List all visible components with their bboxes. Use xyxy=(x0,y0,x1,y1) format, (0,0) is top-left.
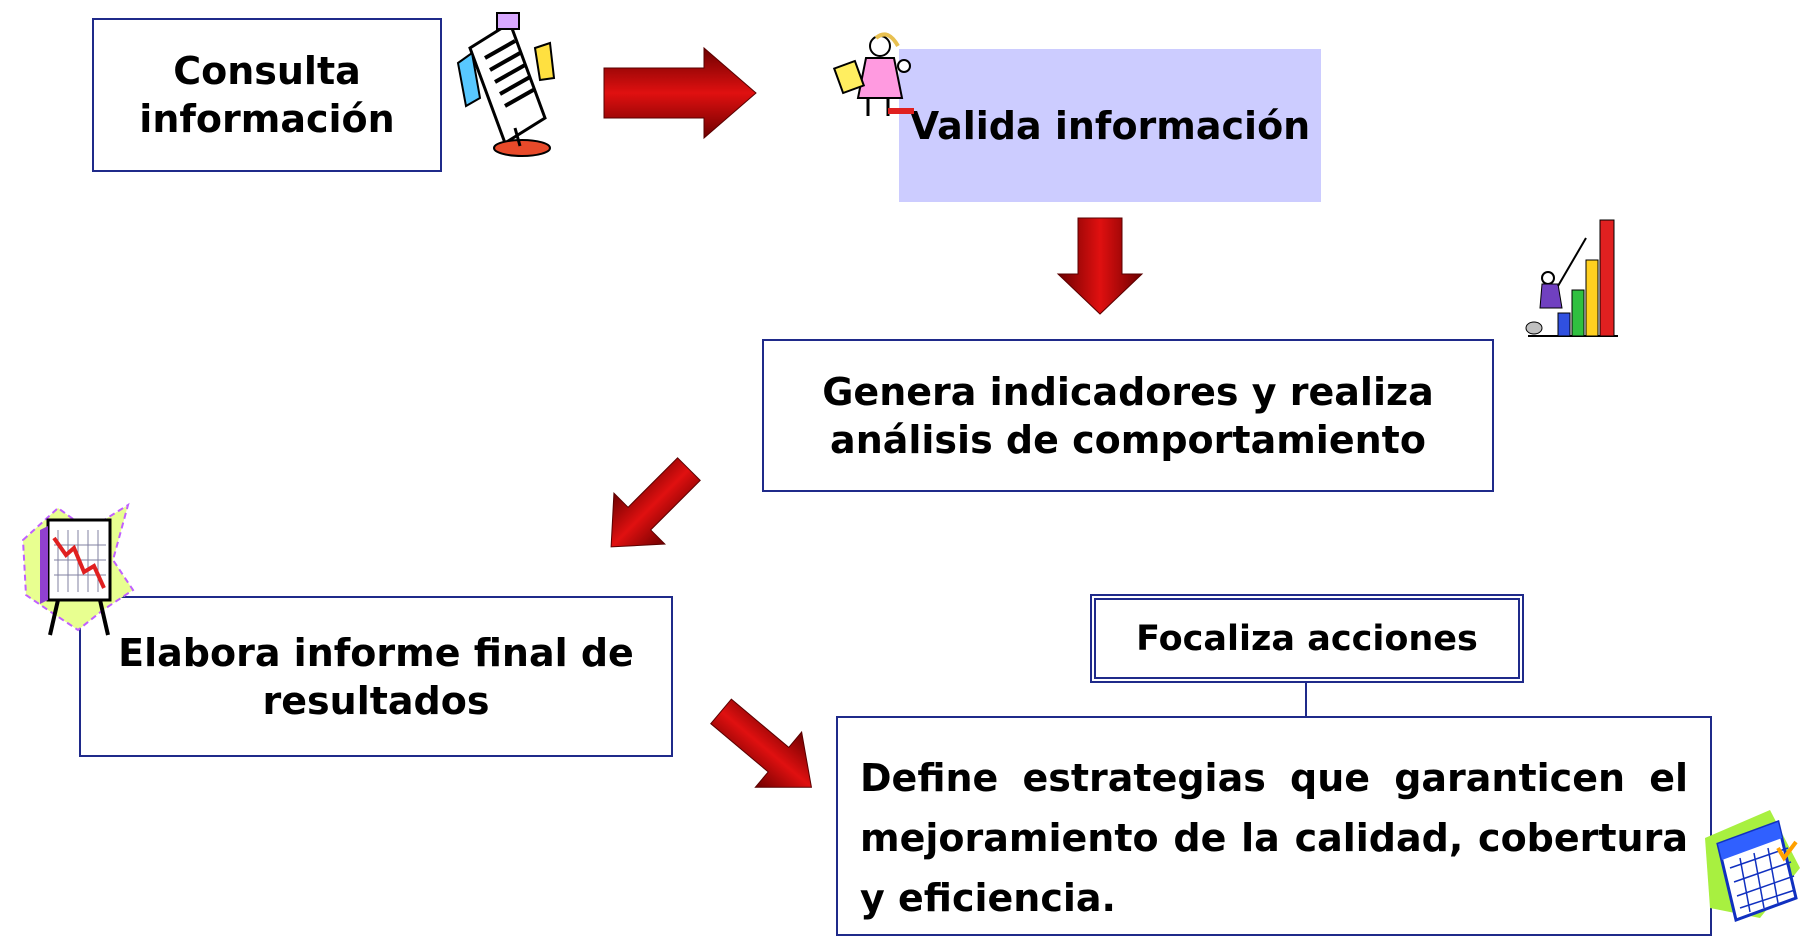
step-genera-label: Genera indicadores y realiza análisis de… xyxy=(822,369,1434,462)
step-genera-box: Genera indicadores y realiza análisis de… xyxy=(762,339,1494,492)
climber-bar-chart-icon xyxy=(1525,219,1618,337)
step-focaliza-box: Focaliza acciones xyxy=(1090,594,1524,683)
step-elabora-box: Elabora informe final de resultados xyxy=(79,596,673,757)
step-consulta-box: Consulta información xyxy=(92,18,442,172)
arrow-down-icon xyxy=(1056,217,1144,315)
step-valida-box: Valida información xyxy=(899,49,1321,202)
step-valida-label: Valida información xyxy=(909,103,1311,148)
woman-with-magnifier-icon xyxy=(832,32,914,116)
arrow-right-icon xyxy=(603,46,757,140)
step-elabora-label: Elabora informe final de resultados xyxy=(118,630,634,723)
arrow-down-left-icon xyxy=(610,457,701,548)
step-define-box: Define estrategias que garanticen el mej… xyxy=(836,716,1712,936)
focaliza-connector-line xyxy=(1305,683,1307,716)
step-consulta-label: Consulta información xyxy=(139,49,395,141)
step-define-label: Define estrategias que garanticen el mej… xyxy=(860,756,1688,920)
easel-chart-icon xyxy=(21,502,135,636)
calendar-icon xyxy=(1705,810,1800,922)
clipboard-icon xyxy=(456,12,556,157)
step-focaliza-label: Focaliza acciones xyxy=(1136,618,1478,659)
arrow-down-right-icon xyxy=(710,698,813,788)
